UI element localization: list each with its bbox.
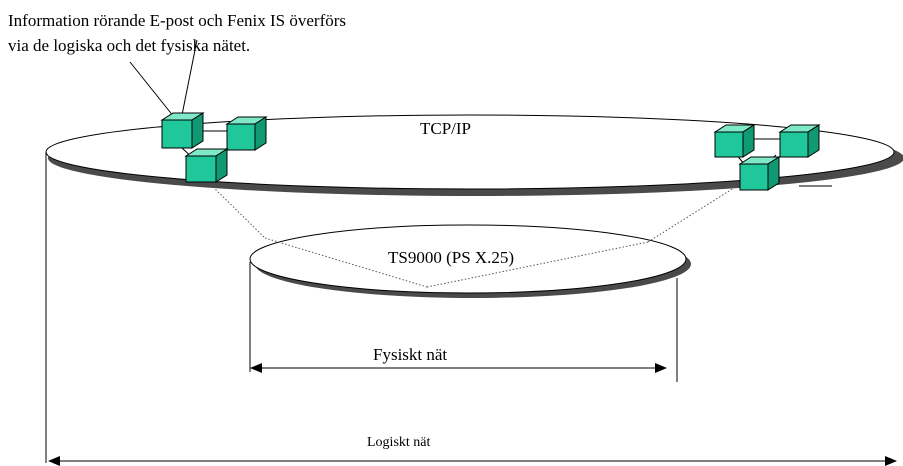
physical-network-label: Fysiskt nät [373,345,447,364]
node-icon [713,124,756,158]
node-icon [184,148,229,183]
ts9000-label: TS9000 (PS X.25) [388,248,514,267]
caption-leader-line-2 [180,39,198,121]
caption-leader-line-1 [129,61,179,123]
arrow-right-icon [655,363,667,373]
node-icon [778,124,821,158]
node-icon [225,116,268,151]
arrow-right-icon [885,456,897,466]
logical-network-label: Logiskt nät [367,435,430,450]
caption-line-2: via de logiska och det fysiska nätet. [8,36,250,55]
projection-lines [207,181,738,288]
node-icon [738,156,781,191]
tcpip-label: TCP/IP [420,119,471,138]
ts9000-ellipse [249,224,687,294]
caption-line-1: Information rörande E-post och Fenix IS … [8,11,346,30]
arrow-left-icon [48,456,60,466]
arrow-left-icon [250,363,262,373]
node-icon [160,112,205,149]
